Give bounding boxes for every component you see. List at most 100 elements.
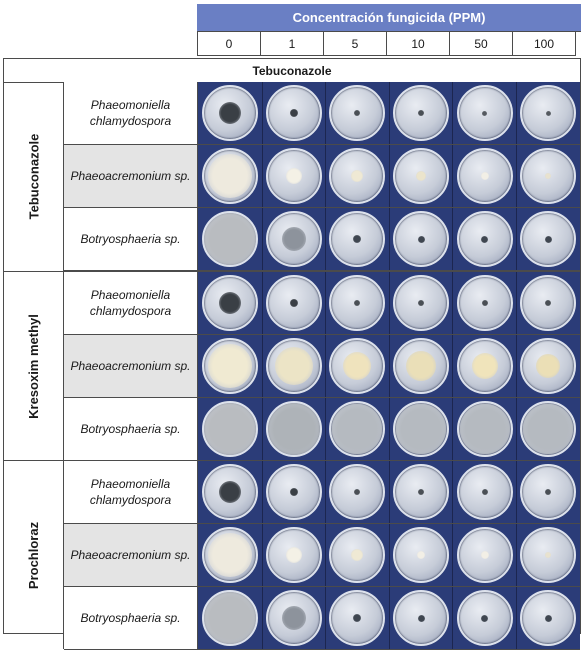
petri-dish — [329, 85, 386, 141]
petri-dish-photo — [452, 587, 516, 649]
table-row: Phaeoacremonium sp. — [64, 145, 580, 208]
petri-dish-photo — [452, 208, 516, 270]
petri-dish — [329, 401, 386, 457]
plate-images — [198, 398, 580, 461]
petri-dish — [201, 338, 258, 394]
petri-dish-photo — [261, 335, 326, 397]
petri-dish-photo — [261, 461, 326, 523]
species-label: Phaeomoniella chlamydospora — [64, 82, 198, 145]
petri-dish — [265, 527, 322, 583]
fungal-colony — [459, 404, 510, 454]
petri-dish-photo — [325, 335, 389, 397]
petri-dish-photo — [388, 145, 453, 207]
petri-dish — [329, 527, 386, 583]
fungal-colony — [545, 173, 552, 179]
petri-dish — [329, 464, 386, 520]
fungal-colony — [281, 227, 306, 251]
fungal-colony — [203, 213, 256, 265]
petri-dish-photo — [198, 82, 262, 144]
petri-dish-photo — [515, 335, 580, 397]
petri-dish — [201, 85, 258, 141]
table-row: Phaeomoniella chlamydospora — [64, 272, 580, 335]
fungal-colony — [417, 551, 426, 559]
petri-dish — [265, 148, 322, 204]
fungal-colony — [354, 300, 361, 306]
petri-dish-photo — [325, 145, 389, 207]
petri-dish-photo — [325, 587, 389, 649]
table-row: Phaeoacremonium sp. — [64, 335, 580, 398]
petri-dish-photo — [325, 82, 389, 144]
fungal-colony — [332, 404, 383, 454]
petri-dish-photo — [452, 82, 516, 144]
petri-dish — [456, 148, 513, 204]
table-row: Botryosphaeria sp. — [64, 208, 580, 271]
fungicide-name: Kresoxim methyl — [26, 313, 42, 419]
fungal-colony — [417, 235, 425, 243]
fungal-colony — [289, 299, 298, 307]
fungal-colony — [207, 533, 252, 577]
fungal-colony — [203, 592, 256, 644]
fungal-colony — [267, 403, 320, 455]
table-row: Botryosphaeria sp. — [64, 398, 580, 461]
fungal-colony — [416, 171, 427, 181]
petri-dish-photo — [325, 208, 389, 270]
plate-images — [198, 461, 580, 524]
concentration-cell: 5 — [323, 32, 387, 56]
fungal-colony — [218, 102, 241, 124]
petri-dish — [265, 464, 322, 520]
petri-dish — [393, 338, 450, 394]
petri-dish-photo — [388, 335, 453, 397]
petri-dish-photo — [452, 398, 516, 460]
petri-dish — [393, 148, 450, 204]
petri-dish-photo — [388, 272, 453, 334]
petri-dish-photo — [388, 587, 453, 649]
petri-dish — [520, 148, 577, 204]
petri-dish — [201, 401, 258, 457]
petri-dish — [201, 275, 258, 331]
petri-dish — [520, 338, 577, 394]
petri-dish-photo — [515, 145, 580, 207]
petri-dish — [456, 464, 513, 520]
petri-dish — [265, 211, 322, 267]
petri-dish-photo — [198, 272, 262, 334]
petri-dish-photo — [325, 398, 389, 460]
table-row: Botryosphaeria sp. — [64, 587, 580, 650]
fungal-colony — [471, 353, 498, 379]
petri-dish-photo — [261, 587, 326, 649]
petri-dish-photo — [198, 398, 262, 460]
petri-dish — [456, 275, 513, 331]
petri-dish — [393, 275, 450, 331]
fungal-colony — [481, 489, 488, 495]
petri-dish-photo — [261, 145, 326, 207]
fungal-colony — [481, 614, 489, 622]
species-label: Phaeoacremonium sp. — [64, 145, 198, 208]
fungal-colony — [545, 552, 552, 558]
fungal-colony — [218, 481, 241, 503]
petri-dish-photo — [325, 272, 389, 334]
petri-dish-photo — [515, 398, 580, 460]
petri-dish-photo — [261, 272, 326, 334]
petri-dish — [201, 527, 258, 583]
fungal-colony — [353, 235, 362, 243]
fungal-colony — [285, 168, 302, 184]
fungal-colony — [285, 547, 302, 563]
petri-dish-photo — [515, 461, 580, 523]
petri-dish-photo — [388, 524, 453, 586]
fungal-colony — [545, 489, 552, 495]
plate-images — [198, 587, 580, 650]
fungicide-name: Prochloraz — [26, 521, 41, 589]
fungal-colony — [418, 489, 425, 495]
petri-dish — [265, 85, 322, 141]
petri-dish-photo — [198, 587, 262, 649]
concentration-values-row: 0 1 5 10 50 100 — [197, 31, 581, 56]
fungal-colony — [207, 344, 252, 388]
petri-dish-photo — [388, 82, 453, 144]
fungal-colony — [523, 404, 574, 454]
petri-dish — [265, 338, 322, 394]
species-label: Botryosphaeria sp. — [64, 208, 198, 271]
species-label: Botryosphaeria sp. — [64, 398, 198, 461]
concentration-header: Concentración fungicida (PPM) — [197, 4, 581, 31]
plate-images — [198, 145, 580, 208]
petri-dish — [265, 275, 322, 331]
petri-dish-photo — [452, 272, 516, 334]
